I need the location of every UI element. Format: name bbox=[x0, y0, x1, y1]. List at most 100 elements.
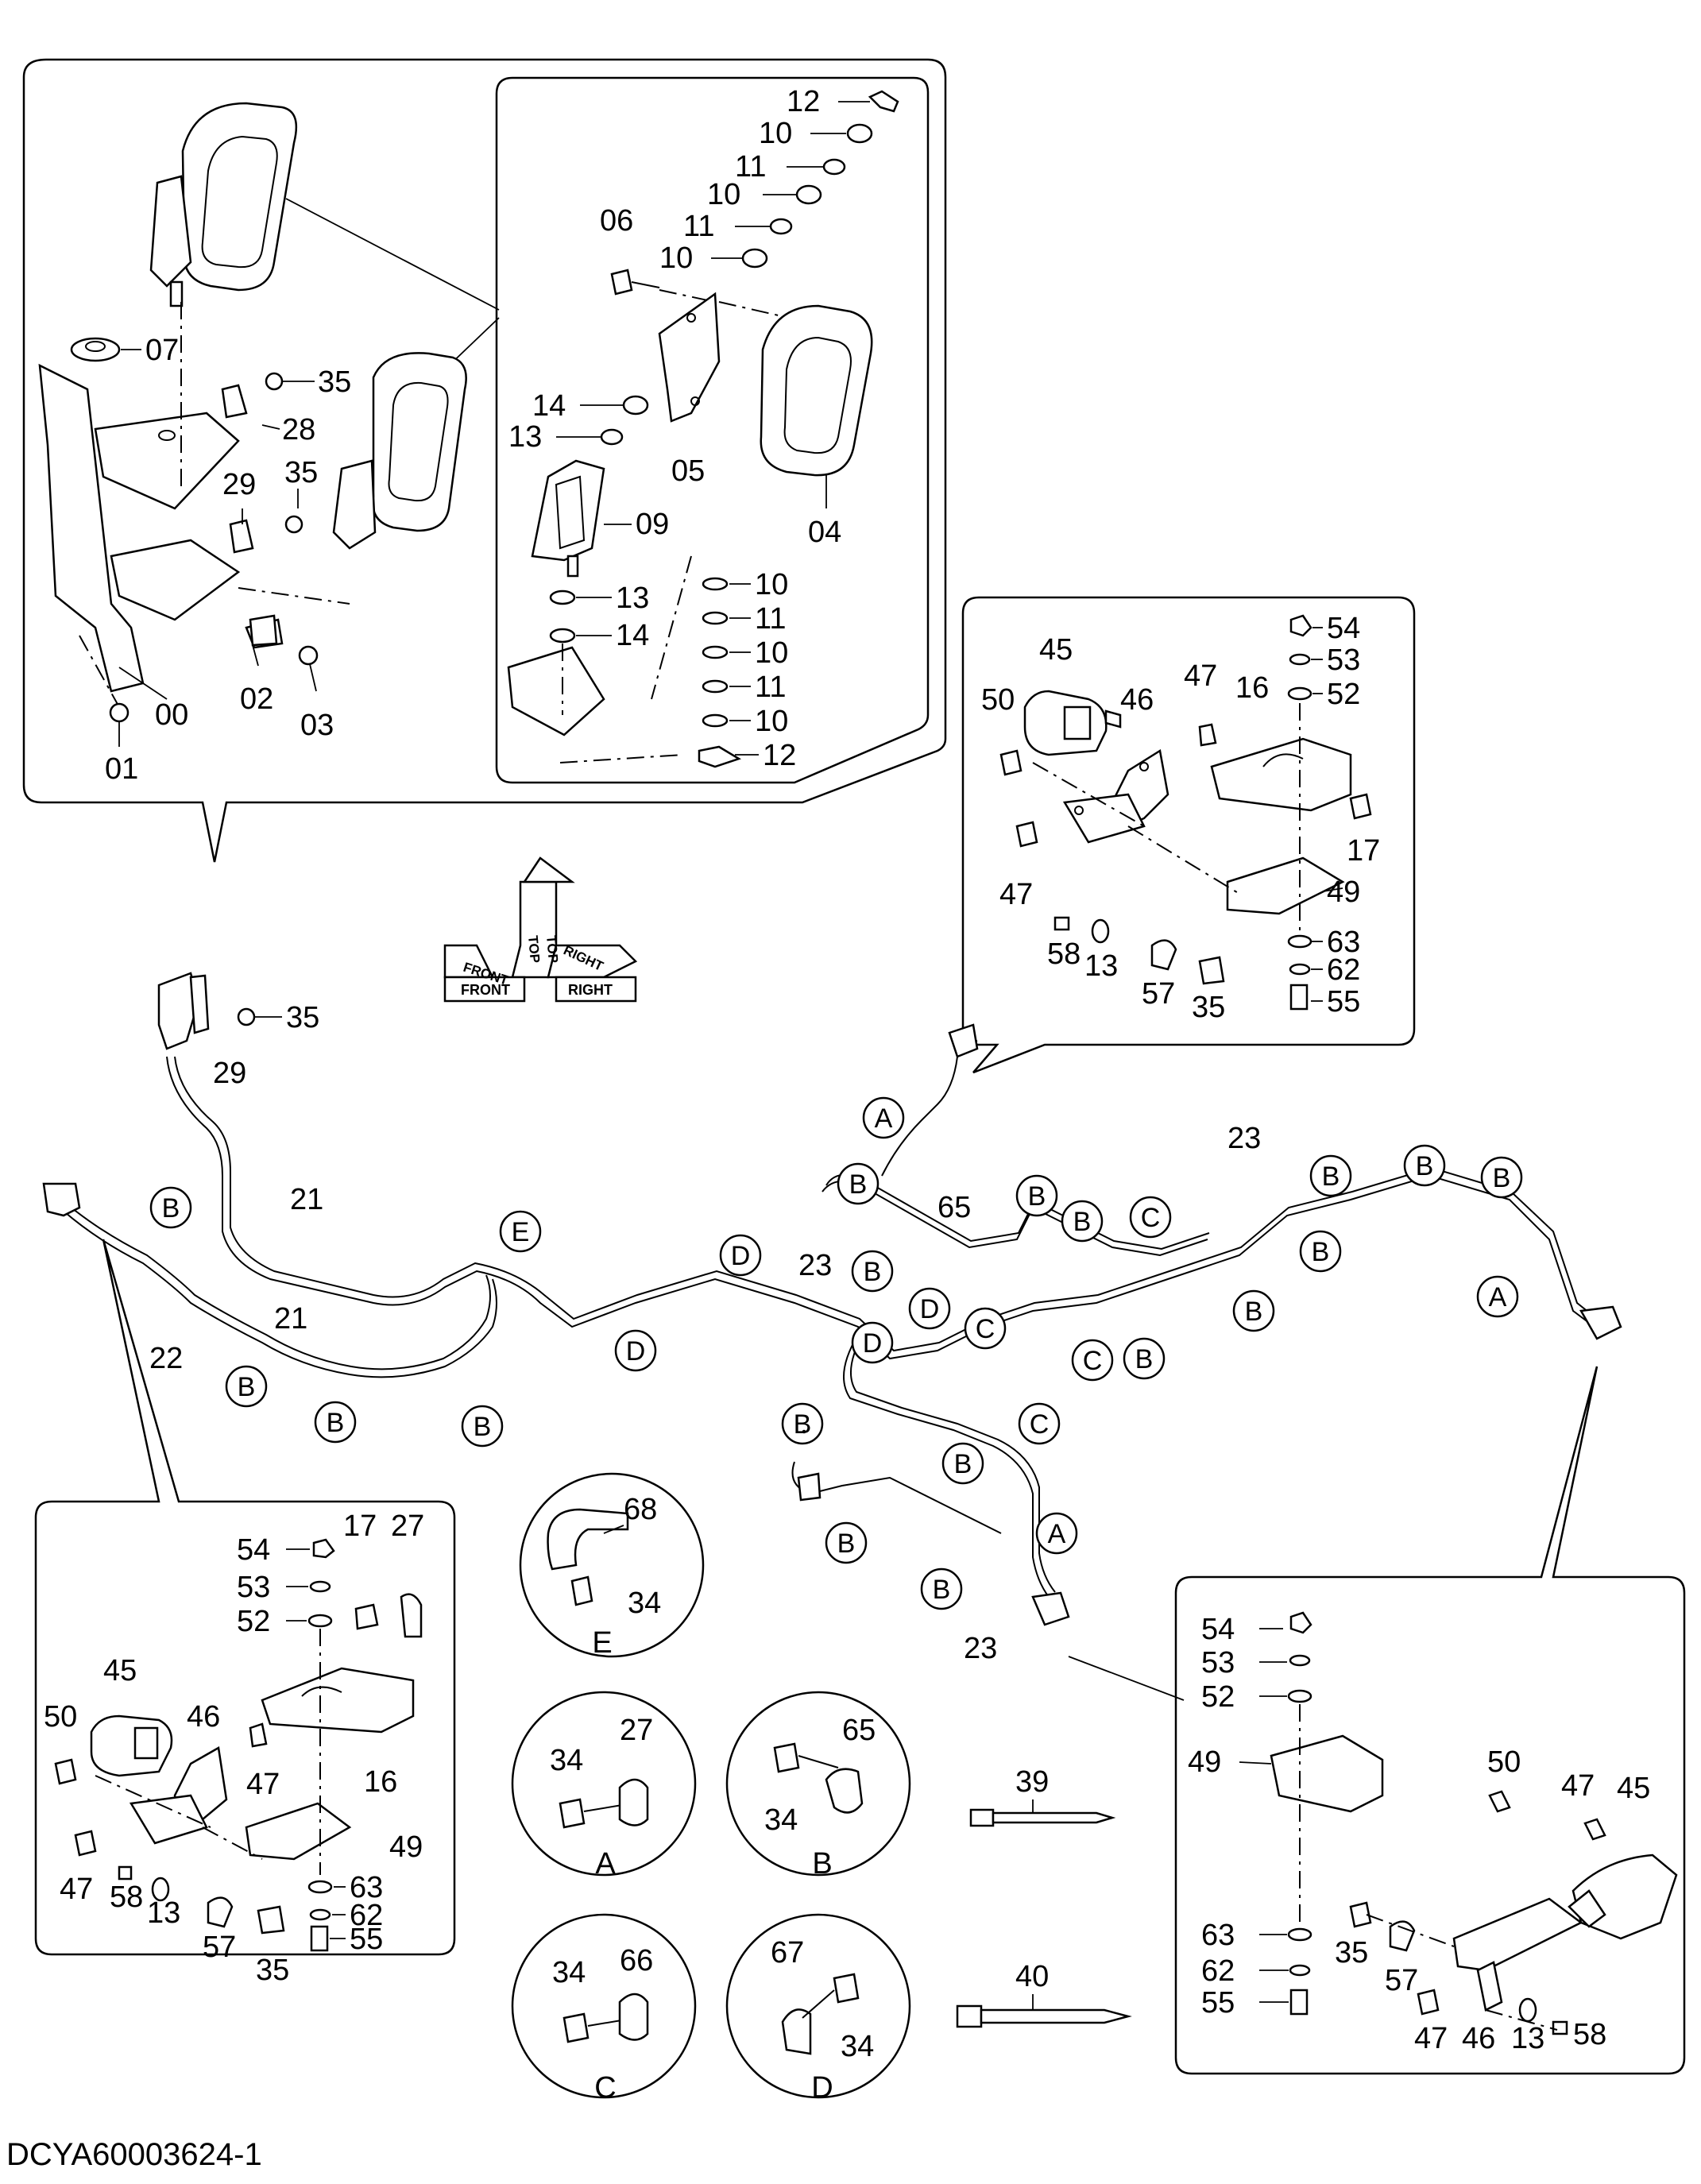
harness-marker-letters: B B B B E D D D D C C B B A B B B B C C … bbox=[162, 1104, 1511, 1605]
callout-13-b: 13 bbox=[616, 582, 649, 615]
callout-29-a: 29 bbox=[222, 468, 256, 501]
callout-06: 06 bbox=[600, 204, 633, 238]
marker-c-02: C bbox=[1030, 1409, 1050, 1440]
callout-57-r: 57 bbox=[1142, 977, 1175, 1011]
callout-47-r-b: 47 bbox=[999, 878, 1033, 911]
callout-49-r: 49 bbox=[1327, 876, 1360, 909]
marker-b-17: B bbox=[837, 1529, 856, 1559]
rear-mount-parts bbox=[1270, 1611, 1678, 2035]
marker-b-10: B bbox=[1073, 1207, 1092, 1237]
callout-07: 07 bbox=[145, 334, 179, 367]
callout-05: 05 bbox=[671, 454, 705, 488]
callout-57-b: 57 bbox=[1385, 1964, 1418, 1997]
callout-63-b: 63 bbox=[1201, 1919, 1235, 1952]
marker-b-04: B bbox=[474, 1412, 492, 1442]
clamp-d-part-67: 67 bbox=[771, 1936, 804, 1969]
clamp-a-letter: A bbox=[595, 1847, 616, 1881]
callout-35-b: 35 bbox=[1335, 1936, 1368, 1969]
callout-63-r: 63 bbox=[1327, 926, 1360, 959]
callout-10-c: 10 bbox=[659, 242, 693, 275]
marker-b-07: B bbox=[849, 1169, 868, 1200]
callout-47-l-b: 47 bbox=[60, 1873, 93, 1906]
marker-b-18: B bbox=[933, 1575, 951, 1605]
marker-d-01: D bbox=[626, 1336, 646, 1366]
marker-e-01: E bbox=[512, 1217, 530, 1247]
callout-54-b: 54 bbox=[1201, 1613, 1235, 1646]
marker-b-11: B bbox=[1135, 1344, 1154, 1374]
marker-b-09: B bbox=[1028, 1181, 1046, 1212]
callout-58-b: 58 bbox=[1573, 2018, 1606, 2051]
callout-09: 09 bbox=[636, 508, 669, 541]
marker-b-02: B bbox=[238, 1372, 256, 1402]
callout-46-r: 46 bbox=[1120, 683, 1154, 717]
callout-63-l: 63 bbox=[350, 1871, 383, 1904]
callout-49-l: 49 bbox=[389, 1830, 423, 1864]
callout-13-a: 13 bbox=[508, 420, 542, 454]
callout-62-l: 62 bbox=[350, 1899, 383, 1932]
marker-b-08: B bbox=[864, 1257, 882, 1287]
callout-46-b: 46 bbox=[1462, 2022, 1495, 2055]
callout-11-a: 11 bbox=[735, 150, 766, 184]
clamp-d-letter: D bbox=[811, 2071, 833, 2105]
orientation-top-a: TOP bbox=[525, 935, 543, 964]
left-mount-parts bbox=[54, 1538, 423, 1952]
cable-tie-39: 39 bbox=[969, 1765, 1116, 1827]
callout-52-l: 52 bbox=[237, 1605, 270, 1638]
callout-53-b: 53 bbox=[1201, 1646, 1235, 1680]
marker-c-01: C bbox=[976, 1314, 995, 1344]
callout-01: 01 bbox=[105, 752, 138, 786]
clamp-detail-e: 68 34 E bbox=[519, 1472, 705, 1660]
clamp-detail-b: 65 34 B bbox=[725, 1691, 911, 1881]
callout-13-r: 13 bbox=[1084, 949, 1118, 983]
callout-47-r-a: 47 bbox=[1184, 659, 1217, 693]
callout-16-r: 16 bbox=[1235, 671, 1269, 705]
callout-10-b: 10 bbox=[707, 178, 740, 211]
callout-28: 28 bbox=[282, 413, 315, 446]
clamp-b-letter: B bbox=[812, 1847, 832, 1881]
callout-45-b: 45 bbox=[1617, 1772, 1650, 1805]
callout-14-a: 14 bbox=[532, 389, 566, 423]
tie-39-label: 39 bbox=[1015, 1765, 1049, 1799]
marker-b-14: B bbox=[1322, 1162, 1340, 1192]
marker-c-03: C bbox=[1141, 1203, 1161, 1233]
bracket-plate-illustration bbox=[38, 302, 350, 708]
marker-c-04: C bbox=[1083, 1346, 1103, 1376]
callout-57-l: 57 bbox=[203, 1931, 236, 1964]
marker-b-03: B bbox=[327, 1408, 345, 1438]
clamp-b-part-65: 65 bbox=[842, 1714, 876, 1747]
callout-53-r: 53 bbox=[1327, 644, 1360, 677]
marker-b-16: B bbox=[1493, 1163, 1511, 1193]
drawing-id: DCYA60003624-1 bbox=[6, 2137, 262, 2172]
left-mount-detail-box: 54 17 27 53 52 45 50 46 47 16 47 58 13 4… bbox=[34, 1239, 456, 1987]
callout-47-b-b: 47 bbox=[1414, 2022, 1448, 2055]
callout-35-a: 35 bbox=[318, 365, 351, 399]
callout-55-l: 55 bbox=[350, 1923, 383, 1956]
callout-23-a: 23 bbox=[1227, 1122, 1261, 1155]
wiring-harness bbox=[42, 972, 1622, 1626]
cable-tie-40: 40 bbox=[956, 1960, 1132, 2028]
callout-45-l: 45 bbox=[103, 1654, 137, 1687]
marker-a-03: A bbox=[1048, 1519, 1066, 1549]
callout-27-l: 27 bbox=[391, 1509, 424, 1543]
callout-35-l: 35 bbox=[256, 1954, 289, 1987]
callout-11-d: 11 bbox=[755, 671, 786, 704]
marker-b-05: B bbox=[794, 1409, 812, 1440]
orientation-top-b: TOP bbox=[543, 935, 561, 964]
clamp-c-part-34: 34 bbox=[552, 1956, 586, 1989]
clamp-a-part-27: 27 bbox=[620, 1714, 653, 1747]
marker-a-01: A bbox=[875, 1104, 893, 1134]
callout-47-l-a: 47 bbox=[246, 1768, 280, 1801]
marker-b-12: B bbox=[1245, 1297, 1263, 1327]
callout-14-b: 14 bbox=[616, 619, 649, 652]
inner-mirror-parts bbox=[507, 90, 899, 768]
harness-clamp-markers bbox=[149, 1096, 1523, 1610]
callout-03: 03 bbox=[300, 709, 334, 742]
callout-21-a: 21 bbox=[290, 1183, 323, 1216]
marker-b-15: B bbox=[1416, 1151, 1434, 1181]
callout-65-h: 65 bbox=[937, 1191, 971, 1224]
callout-62-b: 62 bbox=[1201, 1954, 1235, 1988]
callout-12-a: 12 bbox=[787, 85, 820, 118]
callout-52-b: 52 bbox=[1201, 1680, 1235, 1714]
callout-46-l: 46 bbox=[187, 1700, 220, 1734]
